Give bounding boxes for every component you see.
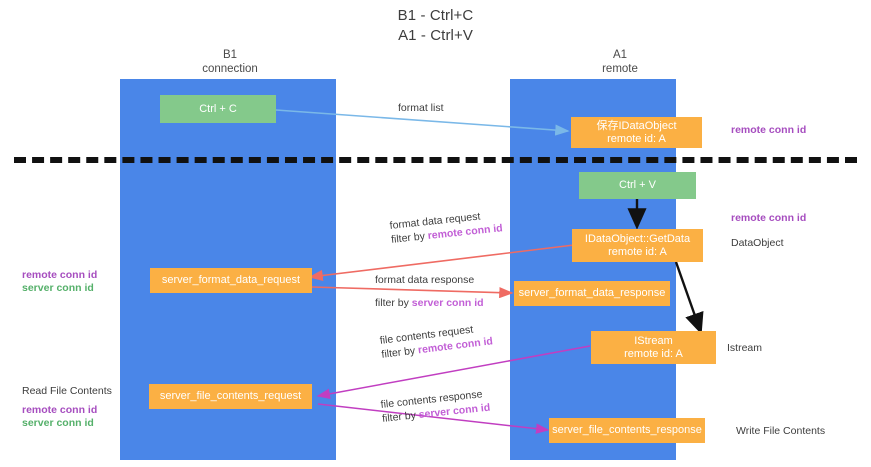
annotation-right-remote-conn-id-2: remote conn id [731,212,807,224]
node-istream[interactable]: IStream remote id: A [591,331,716,364]
title-line-2: A1 - Ctrl+V [398,27,473,44]
node-server-format-data-response-label: server_format_data_response [518,287,666,299]
node-ctrl-v-label: Ctrl + V [619,179,656,191]
annotation-right-dataobject: DataObject [731,237,784,249]
annotation-left-server-conn-id-1: server conn id [22,282,94,294]
node-server-file-contents-response-label: server_file_contents_response [552,424,702,436]
edge-label-format-data-response-filter: filter by server conn id [375,296,484,310]
annotation-left-remote-conn-id-1: remote conn id [22,269,98,281]
node-server-format-data-request-label: server_format_data_request [161,274,301,286]
annotation-left-remote-conn-id-2: remote conn id [22,404,98,416]
node-ctrl-c-label: Ctrl + C [199,102,237,115]
node-data-object-remote-label: 保存IDataObject [596,119,677,132]
node-ctrl-v[interactable]: Ctrl + V [579,172,696,199]
edge-label-file-contents-response: file contents response filter by server … [380,387,491,426]
lane-header-a1: A1 remote [530,48,710,76]
filter-prefix: filter by [381,409,420,425]
edge-label-file-contents-request: file contents request filter by remote c… [379,320,494,361]
edge-label-format-list: format list [398,101,444,115]
node-get-data-label: IDataObject::GetData [584,232,691,245]
annotation-left-server-conn-id-2: server conn id [22,417,94,429]
lane-header-b1: B1 connection [140,48,320,76]
edge-label-format-list-text: format list [398,102,444,114]
diagram-title: B1 - Ctrl+C A1 - Ctrl+V [0,6,871,46]
lane-header-b1-sub: connection [202,63,258,75]
lane-header-b1-name: B1 [222,49,238,61]
annotation-right-remote-conn-id-1: remote conn id [731,124,807,136]
node-server-file-contents-request[interactable]: server_file_contents_request [149,384,312,409]
node-istream-sub: remote id: A [624,347,683,360]
node-get-data[interactable]: IDataObject::GetData remote id: A [572,229,703,262]
filter-prefix: filter by [375,297,412,309]
lane-header-a1-sub: remote [602,63,638,75]
title-line-1: B1 - Ctrl+C [397,7,474,24]
node-server-file-contents-request-label: server_file_contents_request [159,390,302,402]
edge-label-format-data-request: format data request filter by remote con… [389,207,503,247]
node-server-format-data-request[interactable]: server_format_data_request [150,268,312,293]
node-server-format-data-response[interactable]: server_format_data_response [514,281,670,306]
annotation-right-write-file-contents: Write File Contents [736,425,826,437]
edge-label-format-data-response: format data response filter by server co… [375,273,484,310]
annotation-right-istream: Istream [727,342,763,354]
node-data-object-remote-sub: remote id: A [607,132,666,145]
edge-label-format-data-response-text: format data response [375,274,475,286]
node-server-file-contents-response[interactable]: server_file_contents_response [549,418,705,443]
lane-header-a1-name: A1 [612,49,628,61]
node-ctrl-c[interactable]: Ctrl + C [160,95,276,123]
filter-prefix: filter by [390,230,429,246]
filter-prefix: filter by [380,344,419,361]
annotation-left-read-file-contents: Read File Contents [22,385,112,397]
node-get-data-sub: remote id: A [608,245,667,258]
node-data-object-remote[interactable]: 保存IDataObject remote id: A [571,117,702,148]
filter-key-server-conn-id: server conn id [411,297,484,309]
phase-divider [14,157,857,163]
node-istream-label: IStream [634,334,673,347]
